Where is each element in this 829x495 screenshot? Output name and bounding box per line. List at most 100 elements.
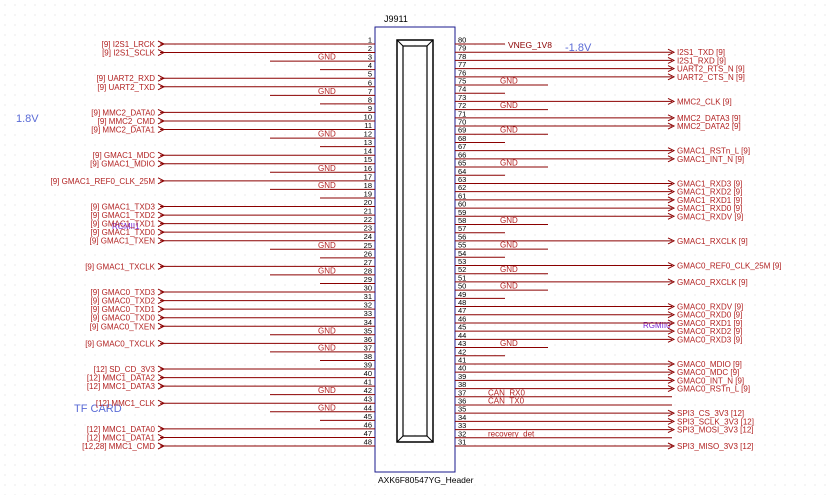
right-pin-number: 35 xyxy=(458,405,466,414)
port-arrow-icon xyxy=(157,237,166,245)
gnd-net-label: GND xyxy=(500,126,518,135)
net-label-gmac1-txen: [9] GMAC1_TXEN xyxy=(90,237,156,246)
net-label-mmc1-data2: [12] MMC1_DATA2 xyxy=(87,374,156,383)
gnd-net-label: GND xyxy=(318,181,336,190)
port-arrow-icon xyxy=(157,433,166,441)
port-arrow-icon xyxy=(667,147,676,155)
right-pin-number: 63 xyxy=(458,175,466,184)
connector-slot-inner xyxy=(402,45,428,437)
right-pin-number: 74 xyxy=(458,85,466,94)
right-pin-65: 65 GND xyxy=(455,159,548,168)
net-label-gmac0-int-n: GMAC0_INT_N [9] xyxy=(677,376,744,385)
net-label-gmac1-rxdv: GMAC1_RXDV [9] xyxy=(677,212,743,221)
gnd-net-label: GND xyxy=(500,159,518,168)
net-label-recovery-det: recovery_det xyxy=(488,429,535,438)
net-label-gmac0-mdio: GMAC0_MDIO [9] xyxy=(677,360,742,369)
right-voltage-note: -1.8V xyxy=(565,42,592,54)
gnd-net-label: GND xyxy=(318,241,336,250)
left-pin-number: 17 xyxy=(364,172,372,181)
left-pin-20: 20[9] GMAC1_TXD3 xyxy=(91,198,375,212)
net-label-gmac1-rxd3: GMAC1_RXD3 [9] xyxy=(677,179,742,188)
port-arrow-icon xyxy=(667,155,676,163)
net-label-gmac1-txd0: [9] GMAC1_TXD0 xyxy=(91,228,156,237)
port-arrow-icon xyxy=(667,237,676,245)
right-pin-number: 79 xyxy=(458,44,466,53)
net-label-gmac1-rxd0: GMAC1_RXD0 [9] xyxy=(677,204,742,213)
right-pin-number: 59 xyxy=(458,208,466,217)
right-pin-number: 31 xyxy=(458,438,466,447)
left-pin-5: 5[9] UART2_RXD xyxy=(96,70,375,83)
right-pin-number: 49 xyxy=(458,290,466,299)
port-arrow-icon xyxy=(667,97,676,105)
net-label-mmc2-data0: [9] MMC2_DATA0 xyxy=(91,108,155,117)
gnd-net-label: GND xyxy=(500,241,518,250)
right-pin-number: 65 xyxy=(458,159,466,168)
right-pin-number: 77 xyxy=(458,60,466,69)
left-pin-22: 22[9] GMAC1_TXD1 xyxy=(91,215,375,229)
port-arrow-icon xyxy=(667,65,676,73)
net-label-uart2-cts-n: UART2_CTS_N [9] xyxy=(677,73,745,82)
port-arrow-icon xyxy=(667,278,676,286)
left-pin-number: 21 xyxy=(364,207,372,216)
net-label-gmac1-txd3: [9] GMAC1_TXD3 xyxy=(91,203,156,212)
left-pin-number: 19 xyxy=(364,189,372,198)
port-arrow-icon xyxy=(667,335,676,343)
right-pin-number: 68 xyxy=(458,134,466,143)
net-label-gmac1-ref0-clk-25m: [9] GMAC1_REF0_CLK_25M xyxy=(51,177,156,186)
net-label-uart2-rxd: [9] UART2_RXD xyxy=(96,74,155,83)
right-pin-number: 34 xyxy=(458,413,466,422)
gnd-net-label: GND xyxy=(318,343,336,352)
right-pin-number: 75 xyxy=(458,77,466,86)
right-pin-68: 68 xyxy=(455,134,505,143)
right-pin-number: 61 xyxy=(458,191,466,200)
gnd-net-label: GND xyxy=(500,282,518,291)
net-label-spi3-mosi-3v3: SPI3_MOSI_3V3 [12] xyxy=(677,426,754,435)
right-pin-number: 47 xyxy=(458,306,466,315)
connector-body xyxy=(374,26,456,473)
net-label-gmac1-rxclk: GMAC1_RXCLK [9] xyxy=(677,237,748,246)
port-arrow-icon xyxy=(667,188,676,196)
gnd-net-label: GND xyxy=(318,53,336,62)
net-label-gmac1-txclk: [9] GMAC1_TXCLK xyxy=(85,262,155,271)
right-pin-number: 58 xyxy=(458,216,466,225)
left-pin-14: 14[9] GMAC1_MDC xyxy=(93,147,375,160)
net-label-gmac0-rstn-l: GMAC0_RSTn_L [9] xyxy=(677,385,750,394)
gnd-net-label: GND xyxy=(318,386,336,395)
gnd-net-label: GND xyxy=(500,339,518,348)
port-arrow-icon xyxy=(667,180,676,187)
left-pin-number: 12 xyxy=(364,130,372,139)
left-pin-number: 46 xyxy=(364,420,372,429)
right-pin-number: 44 xyxy=(458,331,466,340)
net-label-gmac1-mdio: [9] GMAC1_MDIO xyxy=(90,160,155,169)
net-label-gmac0-rxd2: GMAC0_RXD2 [9] xyxy=(677,327,742,336)
port-arrow-icon xyxy=(157,220,166,228)
port-arrow-icon xyxy=(157,151,166,159)
net-label-i2s1-txd: I2S1_TXD [9] xyxy=(677,48,725,57)
left-pin-23: 23[9] GMAC1_TXD0 xyxy=(91,224,375,237)
net-label-i2s1-lrck: [9] I2S1_LRCK xyxy=(102,40,156,49)
left-pin-21: 21[9] GMAC1_TXD2 xyxy=(91,207,375,220)
gnd-net-label: GND xyxy=(500,101,518,110)
port-arrow-icon xyxy=(667,73,676,81)
